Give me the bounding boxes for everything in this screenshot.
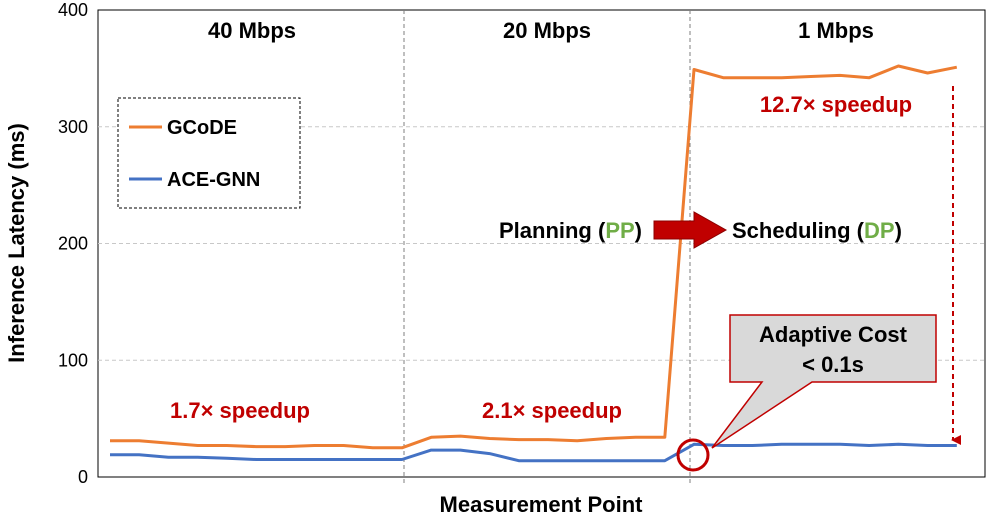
phase-transition-arrow-icon	[653, 211, 728, 249]
legend-label-gcode: GCoDE	[167, 117, 237, 139]
phase-scheduling: Scheduling (DP)	[732, 218, 902, 243]
y-axis-title: Inference Latency (ms)	[4, 123, 29, 363]
y-tick-label: 300	[58, 117, 88, 137]
legend: GCoDE ACE-GNN	[117, 97, 301, 209]
legend-box	[117, 97, 301, 209]
y-axis: 0 100 200 300 400	[58, 0, 88, 487]
region-label-1mbps: 1 Mbps	[798, 18, 874, 43]
region-label-40mbps: 40 Mbps	[208, 18, 296, 43]
y-tick-label: 200	[58, 234, 88, 254]
callout-line-1: Adaptive Cost	[759, 322, 908, 347]
region-dividers	[403, 10, 691, 485]
legend-label-ace-gnn: ACE-GNN	[167, 169, 260, 191]
y-tick-label: 100	[58, 350, 88, 370]
speedup-label-40mbps: 1.7× speedup	[170, 398, 310, 423]
region-label-20mbps: 20 Mbps	[503, 18, 591, 43]
series-line-gcode	[110, 64, 958, 450]
speedup-label-20mbps: 2.1× speedup	[482, 398, 622, 423]
speedup-label-1mbps: 12.7× speedup	[760, 92, 912, 117]
y-tick-label: 0	[78, 467, 88, 487]
series-line-ace-gnn	[110, 442, 957, 463]
y-tick-label: 400	[58, 0, 88, 20]
callout-line-2: < 0.1s	[802, 352, 864, 377]
x-axis-title: Measurement Point	[440, 492, 644, 517]
series-lines	[110, 64, 958, 463]
adaptive-cost-callout	[711, 314, 937, 449]
phase-planning: Planning (PP)	[499, 218, 642, 243]
switch-point-marker	[676, 438, 710, 472]
